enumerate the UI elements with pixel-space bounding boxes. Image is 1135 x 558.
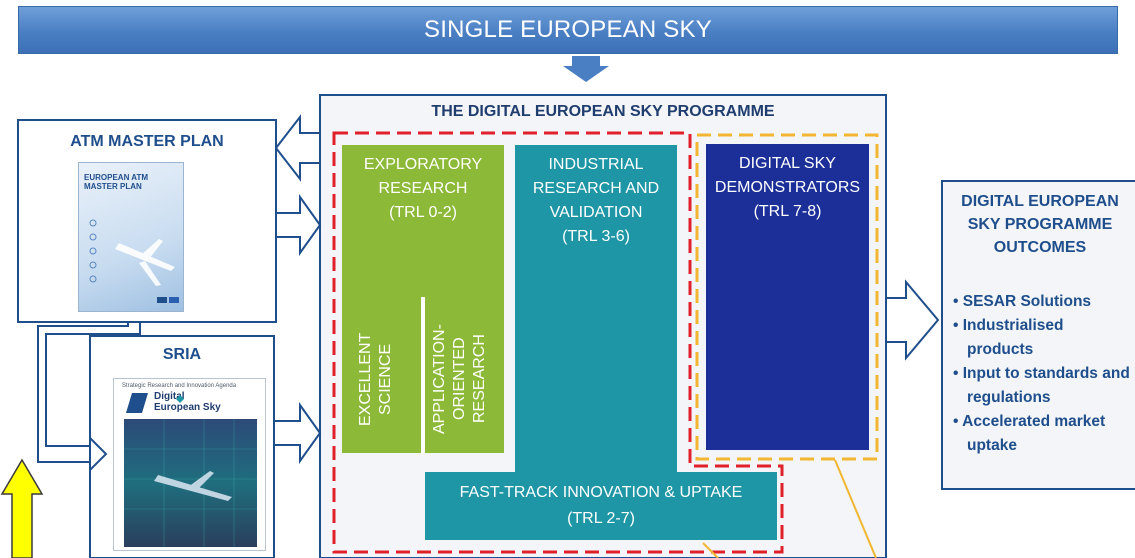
digital-sky-demonstrators-block: DIGITAL SKY DEMONSTRATORS (TRL 7-8)	[706, 144, 869, 450]
atm-cover-plane-illustration	[89, 219, 179, 303]
single-european-sky-banner: SINGLE EUROPEAN SKY	[18, 6, 1118, 54]
atm-to-sria-arrowhead	[89, 435, 108, 473]
arrow-atm-to-programme	[275, 193, 322, 257]
arrow-to-outcomes	[885, 279, 940, 361]
programme-title: THE DIGITAL EUROPEAN SKY PROGRAMME	[431, 103, 775, 120]
sria-title: SRIA	[162, 346, 202, 363]
fast-track-block: FAST-TRACK INNOVATION & UPTAKE (TRL 2-7)	[425, 472, 777, 540]
atm-to-sria-connector	[45, 322, 141, 447]
arrow-to-atm-master-plan	[274, 114, 321, 182]
sria-cover-artwork	[124, 393, 257, 547]
application-oriented-label: APPLICATION- ORIENTED RESEARCH	[431, 324, 488, 434]
outcome-item: Accelerated market uptake	[953, 410, 1131, 458]
arrow-sria-to-programme	[273, 401, 322, 465]
outcome-item: Industrialised products	[953, 314, 1131, 362]
atm-master-plan-cover: EUROPEAN ATM MASTER PLAN	[78, 162, 184, 312]
outcomes-title: DIGITAL EUROPEAN SKY PROGRAMME OUTCOMES	[961, 193, 1119, 256]
banner-title: SINGLE EUROPEAN SKY	[424, 16, 712, 43]
outcomes-list: SESAR Solutions Industrialised products …	[953, 290, 1131, 458]
red-dashed-frame	[332, 131, 784, 554]
industrial-heading: INDUSTRIAL RESEARCH AND VALIDATION (TRL …	[532, 156, 660, 245]
industrial-research-block: INDUSTRIAL RESEARCH AND VALIDATION (TRL …	[515, 145, 677, 475]
programme-outcomes-panel: DIGITAL EUROPEAN SKY PROGRAMME OUTCOMES …	[941, 180, 1135, 490]
exploratory-heading: EXPLORATORY RESEARCH (TRL 0-2)	[363, 156, 483, 221]
exploratory-research-block: EXPLORATORY RESEARCH (TRL 0-2) EXCELLENT…	[342, 145, 504, 453]
atm-cover-title: EUROPEAN ATM MASTER PLAN	[84, 173, 148, 191]
banner-down-arrow	[563, 56, 609, 82]
outcome-item: SESAR Solutions	[953, 290, 1131, 314]
excellent-science-label: EXCELLENT SCIENCE	[357, 332, 394, 426]
sria-cover-caption: Strategic Research and Innovation Agenda	[122, 383, 237, 389]
sria-cover-brand: Digital European Sky	[154, 391, 221, 413]
sria-cover: Strategic Research and Innovation Agenda…	[113, 378, 266, 551]
yellow-highlight-arrow	[0, 458, 44, 558]
atm-to-sria-connector-inner	[37, 322, 129, 463]
exploratory-divider	[421, 297, 425, 453]
amber-guide-line-right	[834, 459, 877, 558]
outcome-item: Input to standards and regulations	[953, 362, 1131, 410]
amber-guide-line-left	[702, 542, 719, 558]
atm-master-plan-title: ATM MASTER PLAN	[70, 133, 224, 150]
demonstrators-heading: DIGITAL SKY DEMONSTRATORS (TRL 7-8)	[714, 155, 861, 220]
amber-dashed-frame	[695, 133, 879, 461]
